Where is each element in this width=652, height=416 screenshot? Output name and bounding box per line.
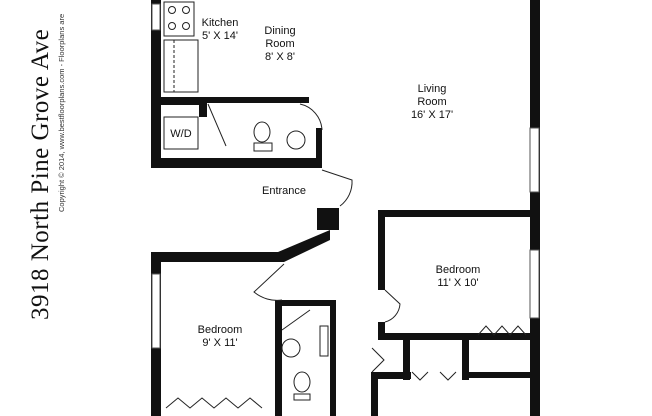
sink xyxy=(286,130,306,150)
bedroom2-door xyxy=(253,263,285,301)
wall-bath2-right xyxy=(330,300,336,416)
window-living xyxy=(529,127,540,193)
wall-closet-e xyxy=(469,372,534,378)
wall-bath2-left xyxy=(275,300,282,416)
wall-bedroom1-bottom xyxy=(378,333,534,340)
bath-door-swing xyxy=(299,103,323,131)
toilet xyxy=(253,121,271,143)
counter xyxy=(163,39,199,93)
washer-dryer xyxy=(163,116,199,150)
wall-bedroom1-left-upper xyxy=(378,210,385,290)
bath1-fixtures xyxy=(163,103,323,152)
bath2-shelf xyxy=(319,325,329,357)
burner-3 xyxy=(168,22,176,30)
bedroom2-closet-bifold xyxy=(165,397,263,409)
wall-bedroom2-top xyxy=(151,230,330,416)
bath2-toilet xyxy=(293,371,311,393)
walls xyxy=(151,0,540,416)
window-bedroom2 xyxy=(151,273,161,349)
wall-closet-c xyxy=(371,372,411,379)
dining-size: 8' X 8' xyxy=(265,51,295,63)
wall-bedroom1-top xyxy=(378,210,534,217)
wall-kitchen-bottom xyxy=(151,158,321,168)
wall-entrance-pillar xyxy=(317,208,339,230)
living-size: 16' X 17' xyxy=(411,109,453,121)
living-name: Living xyxy=(418,83,447,95)
kitchen-size: 5' X 14' xyxy=(202,30,238,42)
closet-bifold-b xyxy=(411,371,429,381)
bath2-sink xyxy=(281,338,301,358)
stove xyxy=(163,1,195,37)
bath2-toilet-tank xyxy=(293,393,311,401)
burner-4 xyxy=(182,22,190,30)
bedroom1-name: Bedroom xyxy=(436,264,481,276)
bath2-fixtures xyxy=(281,325,329,401)
burner-1 xyxy=(168,6,176,14)
closet-bifold-c xyxy=(439,371,457,381)
wall-bedroom1-left-lower xyxy=(378,322,385,336)
wall-kitchen-stub xyxy=(199,97,207,117)
wall-right-exterior xyxy=(530,0,540,416)
living-name-2: Room xyxy=(417,96,446,108)
bedroom1-door xyxy=(384,289,401,323)
wall-bath-top xyxy=(199,97,309,103)
window-bedroom1 xyxy=(529,249,540,319)
room-labels: Kitchen 5' X 14' Dining Room 8' X 8' Liv… xyxy=(170,17,480,349)
bath2-door xyxy=(281,309,311,331)
window-kitchen xyxy=(151,3,161,31)
entrance-door xyxy=(321,169,353,207)
wall-kitchen-divider xyxy=(151,97,207,105)
wall-closet-a xyxy=(403,340,410,380)
bedroom1-size: 11' X 10' xyxy=(437,277,478,289)
bedroom2-name: Bedroom xyxy=(198,324,243,336)
doors xyxy=(253,169,401,373)
dining-name: Dining xyxy=(264,25,295,37)
hall-closet-door xyxy=(371,347,385,373)
wall-bath2-top xyxy=(275,300,335,306)
closet-doors xyxy=(165,325,527,409)
entrance-name: Entrance xyxy=(262,185,306,197)
wall-closet-d xyxy=(371,372,378,416)
toilet-tank xyxy=(253,142,273,152)
kitchen-name: Kitchen xyxy=(202,17,239,29)
wall-closet-b xyxy=(462,340,469,380)
wall-bath-right xyxy=(316,128,322,168)
laundry-name: W/D xyxy=(170,128,191,140)
windows xyxy=(151,3,540,349)
wall-kitchen-left xyxy=(151,0,161,168)
burner-2 xyxy=(182,6,190,14)
dining-name-2: Room xyxy=(265,38,294,50)
kitchen-fixtures xyxy=(163,1,199,93)
bedroom2-size: 9' X 11' xyxy=(202,337,237,349)
bedroom1-closet-bifold xyxy=(477,325,527,336)
laundry-door xyxy=(207,103,227,147)
